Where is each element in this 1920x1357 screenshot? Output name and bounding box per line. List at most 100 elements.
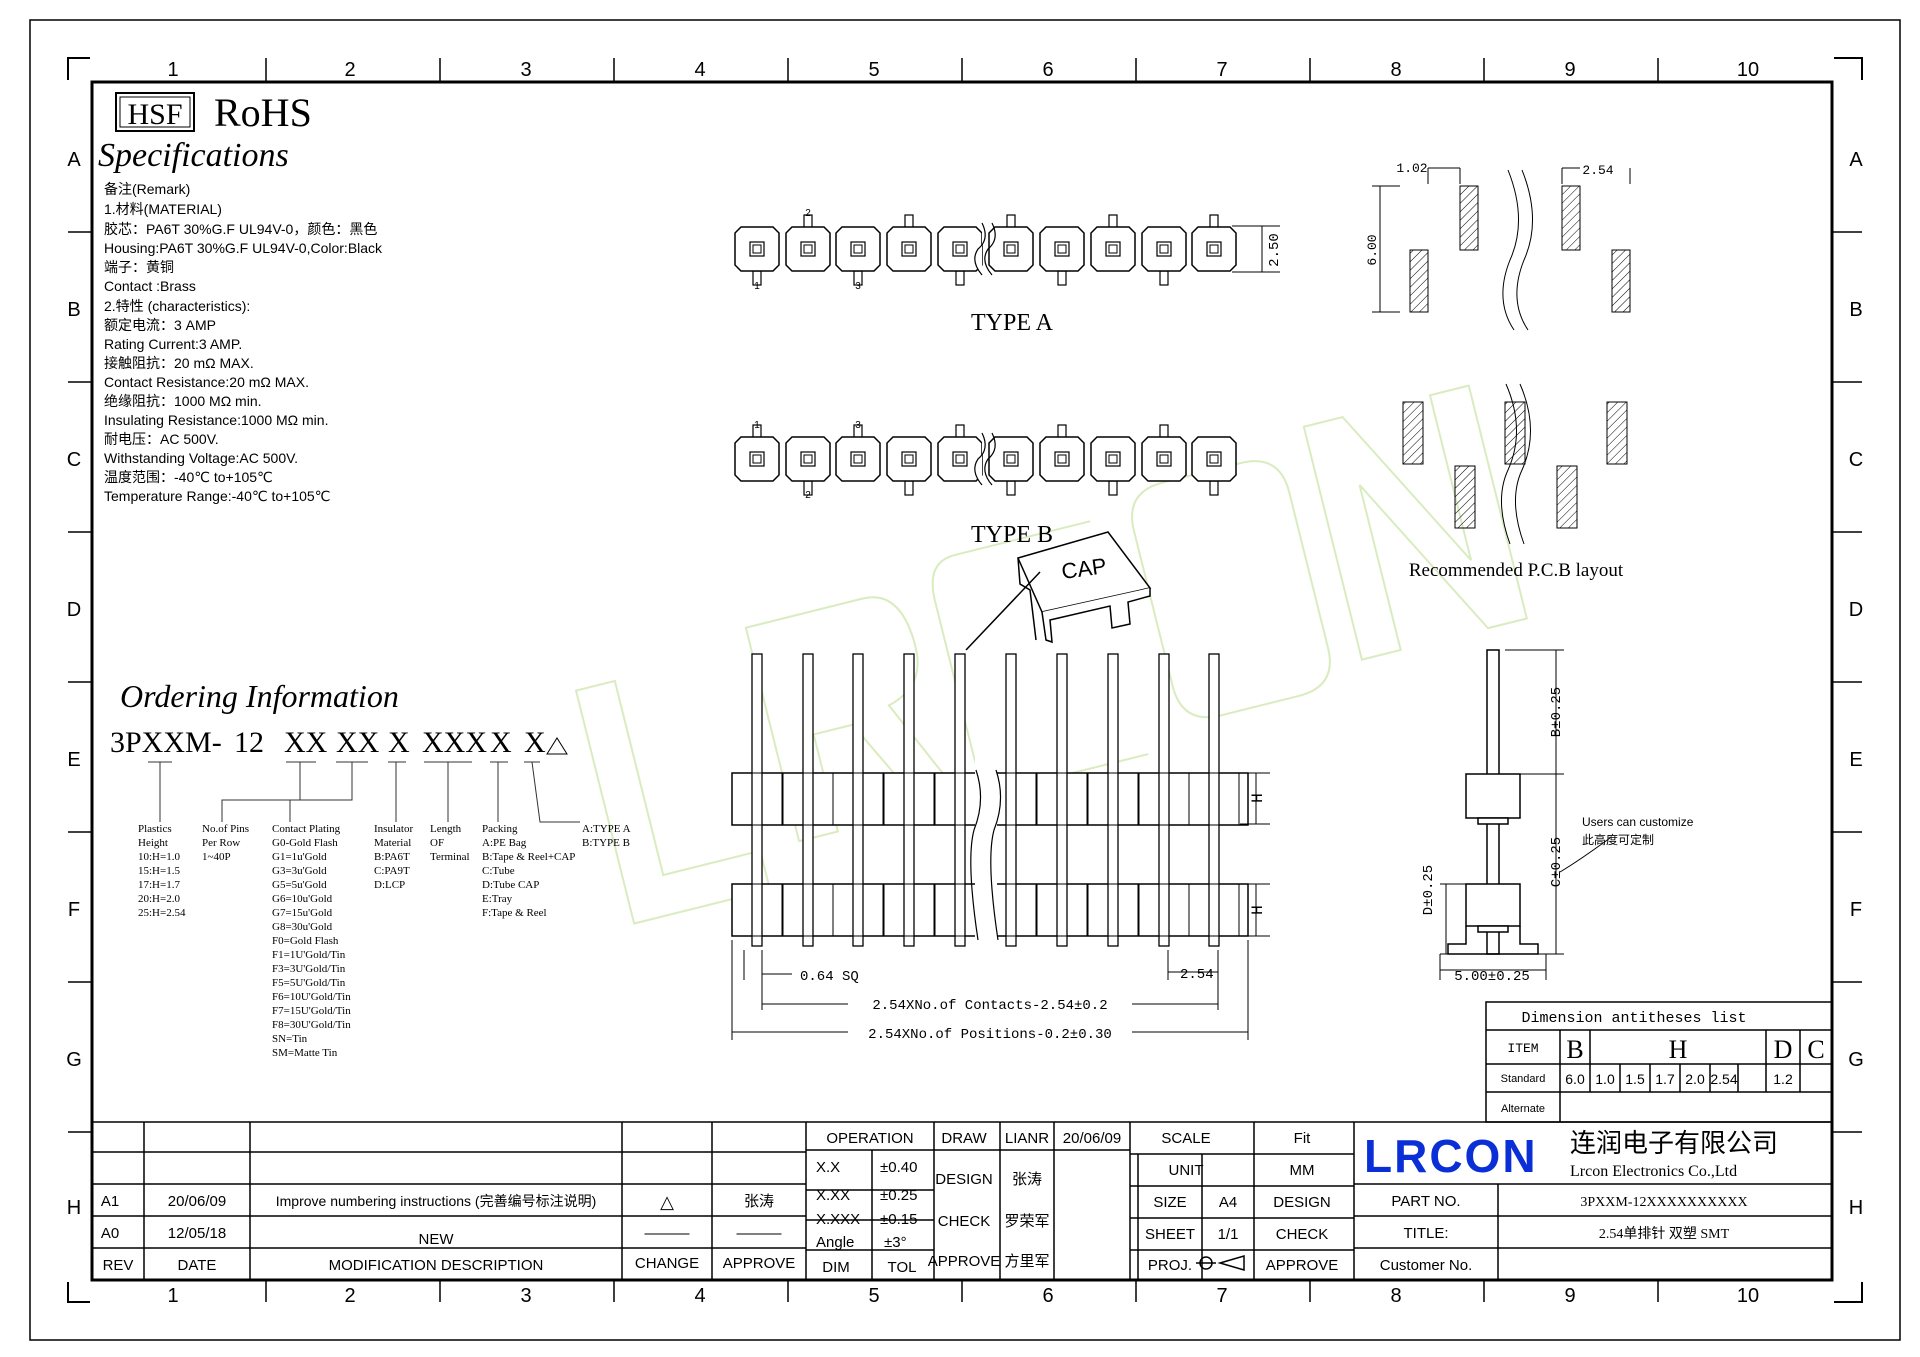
break-line	[970, 769, 982, 941]
proj-label: PROJ.	[1148, 1257, 1192, 1274]
ordering-option: Per Row	[202, 837, 240, 849]
tol-xx-val: ±0.40	[880, 1159, 917, 1176]
pin-body	[1005, 653, 1017, 947]
size-label: SIZE	[1153, 1194, 1186, 1211]
ordering-option: B:TYPE B	[582, 837, 630, 849]
ordering-title: Ordering Information	[120, 678, 399, 714]
zone-labels: 1 2 3 4 5 6 7 8 9 10 1 2 3 4 5 6 7 8 9 1…	[66, 59, 1864, 1307]
pcb-layout-label: Recommended P.C.B layout	[1409, 560, 1624, 581]
housing-cell	[883, 883, 935, 937]
pin-core	[853, 454, 863, 464]
pin-square	[1156, 451, 1172, 467]
ordering-option: D:Tube CAP	[482, 879, 539, 891]
dim-value: 1.2	[1773, 1071, 1793, 1087]
revision-table: A1 20/06/09 Improve numbering instructio…	[101, 1192, 795, 1274]
ordering-option: C:PA9T	[374, 865, 410, 877]
dim-table-d: D	[1774, 1035, 1793, 1064]
zone-ticks	[68, 58, 1862, 1302]
cap-label: CAP	[1060, 553, 1108, 584]
ordering-leaders	[148, 761, 580, 823]
ordering-option: D:LCP	[374, 879, 405, 891]
ordering-option: F1=1U'Gold/Tin	[272, 949, 346, 961]
zone-col-5-bottom: 5	[868, 1285, 879, 1307]
modification-header: MODIFICATION DESCRIPTION	[329, 1257, 544, 1274]
tol-xxxx-label: X.XXX	[816, 1211, 860, 1228]
pin-number: 3	[855, 281, 861, 292]
pin-body	[1056, 653, 1068, 947]
housing-cell	[731, 772, 783, 826]
remark-line: 2.特性 (characteristics):	[104, 298, 250, 314]
remark-line: 绝缘阻抗：1000 MΩ min.	[104, 393, 262, 409]
pin-core	[1006, 244, 1016, 254]
housing-cell	[1036, 772, 1088, 826]
pin-square	[800, 451, 816, 467]
custom-note-cn: 此高度可定制	[1582, 832, 1654, 847]
check-name: 罗荣军	[1004, 1213, 1049, 1230]
tol-angle-val: ±3°	[884, 1234, 907, 1251]
ordering-option: F7=15U'Gold/Tin	[272, 1005, 351, 1017]
dim-value: 2.54	[1710, 1071, 1737, 1087]
ordering-option: F5=5U'Gold/Tin	[272, 977, 346, 989]
pin-stub	[1006, 480, 1016, 496]
zone-col-9-bottom: 9	[1564, 1285, 1575, 1307]
ordering-option: F3=3U'Gold/Tin	[272, 963, 346, 975]
hsf-label: HSF	[127, 98, 182, 131]
code-packing: X	[490, 726, 512, 759]
zone-row-b-left: B	[67, 299, 80, 321]
zone-row-a-right: A	[1849, 149, 1863, 171]
ordering-option: 10:H=1.0	[138, 851, 180, 863]
pin-core	[1006, 454, 1016, 464]
type-b-label: TYPE B	[971, 522, 1053, 548]
approval-block: DRAW LIANR 20/06/09 DESIGN 张涛 CHECK 罗荣军 …	[928, 1130, 1121, 1270]
remark-line: 接触阻抗：20 mΩ MAX.	[104, 355, 254, 371]
remark-line: 耐电压：AC 500V.	[104, 431, 219, 447]
check2-label: CHECK	[1276, 1226, 1329, 1243]
ordering-option: G3=3u'Gold	[272, 865, 327, 877]
pin-stub	[1159, 270, 1169, 286]
dim-c-label: C±0.25	[1549, 837, 1565, 887]
tolerance-block: OPERATION X.X ±0.40 X.XX ±0.25 X.XXX ±0.…	[816, 1130, 917, 1276]
ordering-options: PlasticsHeight10:H=1.015:H=1.517:H=1.720…	[138, 823, 631, 1059]
date-header: DATE	[178, 1257, 217, 1274]
dim-table-title: Dimension antitheses list	[1521, 1010, 1746, 1027]
break-line	[984, 432, 996, 486]
break-line	[984, 222, 996, 276]
remark-line: 温度范围：-40℃ to+105℃	[104, 469, 273, 485]
ordering-code: 3PXXM- 12 XX XX X XXX X X	[110, 726, 546, 759]
pin-stub	[955, 270, 965, 286]
zone-col-8-bottom: 8	[1390, 1285, 1401, 1307]
dim-600-label: 6.00	[1365, 234, 1380, 265]
specifications-title: Specifications	[98, 137, 289, 174]
zone-row-g-left: G	[66, 1049, 82, 1071]
pin-stub	[1108, 480, 1118, 496]
pin-number: 2	[805, 208, 811, 219]
dim-positions-label: 2.54XNo.of Positions-0.2±0.30	[868, 1027, 1112, 1043]
dim-value: 1.0	[1595, 1071, 1615, 1087]
rev-a1-approve: 张涛	[744, 1193, 774, 1210]
rev-a1: A1	[101, 1193, 119, 1210]
sheet-info-block: SCALE Fit UNIT MM SIZE A4 DESIGN SHEET 1…	[1145, 1130, 1338, 1274]
pin-square	[1003, 451, 1019, 467]
housing-cell	[832, 772, 884, 826]
zone-row-d-right: D	[1849, 599, 1863, 621]
pin-square	[850, 241, 866, 257]
pin-square	[850, 451, 866, 467]
pin-body	[802, 653, 814, 947]
ordering-option: G6=10u'Gold	[272, 893, 333, 905]
pin-square	[1105, 241, 1121, 257]
zone-col-6-bottom: 6	[1042, 1285, 1053, 1307]
draw-name: LIANR	[1005, 1130, 1049, 1147]
dim-table-c: C	[1807, 1035, 1824, 1064]
housing-cell	[883, 772, 935, 826]
pin-core	[904, 244, 914, 254]
rev-a0-approve: ———	[737, 1225, 782, 1242]
zone-row-f-right: F	[1850, 899, 1862, 921]
code-height: XX	[284, 726, 328, 759]
remark-line: 1.材料(MATERIAL)	[104, 201, 222, 217]
ordering-option: F0=Gold Flash	[272, 935, 339, 947]
remark-line: Housing:PA6T 30%G.F UL94V-0,Color:Black	[104, 240, 383, 256]
type-a-label: TYPE A	[971, 310, 1054, 336]
pin-number: 1	[754, 281, 760, 292]
pin-stub	[904, 480, 914, 496]
pin-number: 1	[754, 420, 760, 431]
